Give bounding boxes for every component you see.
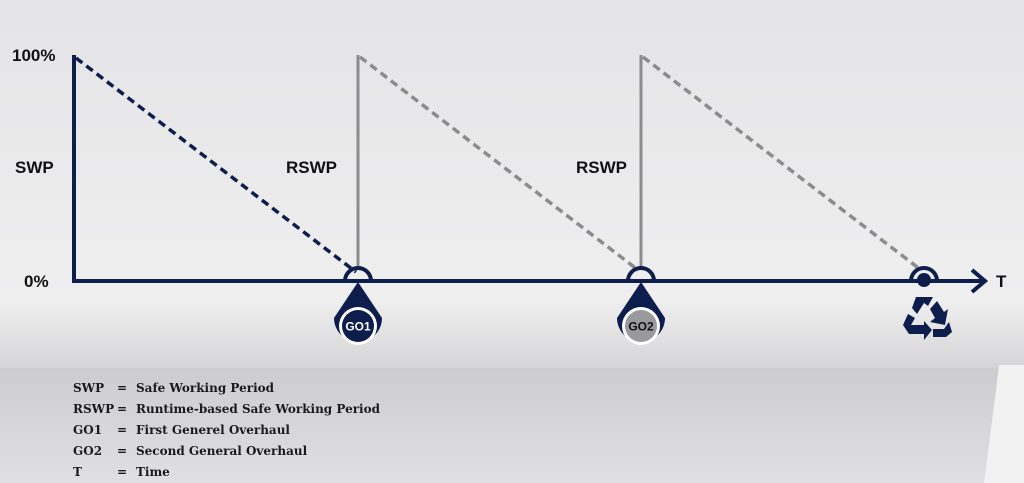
- x-axis-label: T: [996, 272, 1007, 291]
- go2-label: GO2: [628, 320, 654, 334]
- legend-row: T = Time: [73, 461, 380, 482]
- legend-text: Time: [136, 464, 170, 479]
- rswp1-label: RSWP: [286, 158, 337, 177]
- legend-equals: =: [117, 464, 128, 479]
- legend: SWP = Safe Working Period RSWP = Runtime…: [73, 377, 380, 482]
- legend-abbr: SWP: [73, 380, 105, 395]
- legend-text: Safe Working Period: [136, 380, 275, 395]
- legend-row: RSWP = Runtime-based Safe Working Period: [73, 398, 380, 419]
- go1-label: GO1: [345, 320, 371, 334]
- background-band: [0, 368, 1024, 483]
- legend-text: Second General Overhaul: [136, 443, 308, 458]
- go2-marker: GO2: [617, 266, 665, 345]
- legend-row: GO1 = First Generel Overhaul: [73, 419, 380, 440]
- y-axis-min-label: 0%: [24, 272, 49, 291]
- legend-text: First Generel Overhaul: [136, 422, 290, 437]
- end-of-life-marker: [909, 266, 939, 287]
- rswp2-label: RSWP: [576, 158, 627, 177]
- legend-equals: =: [117, 422, 128, 437]
- legend-text: Runtime-based Safe Working Period: [136, 401, 380, 416]
- go1-marker: GO1: [334, 266, 382, 345]
- legend-equals: =: [117, 380, 128, 395]
- swp-label: SWP: [15, 158, 54, 177]
- legend-row: GO2 = Second General Overhaul: [73, 440, 380, 461]
- legend-equals: =: [117, 443, 128, 458]
- rswp2-decline-line: [641, 55, 923, 272]
- legend-equals: =: [117, 401, 128, 416]
- legend-row: SWP = Safe Working Period: [73, 377, 380, 398]
- legend-abbr: T: [73, 464, 82, 479]
- legend-abbr: GO1: [73, 422, 103, 437]
- recycle-icon: [903, 297, 952, 340]
- y-axis-max-label: 100%: [12, 46, 56, 65]
- rswp1-decline-line: [358, 55, 640, 272]
- swp-decline-line: [74, 56, 358, 274]
- x-axis-arrow: [970, 268, 989, 294]
- legend-abbr: RSWP: [73, 401, 115, 416]
- legend-abbr: GO2: [73, 443, 103, 458]
